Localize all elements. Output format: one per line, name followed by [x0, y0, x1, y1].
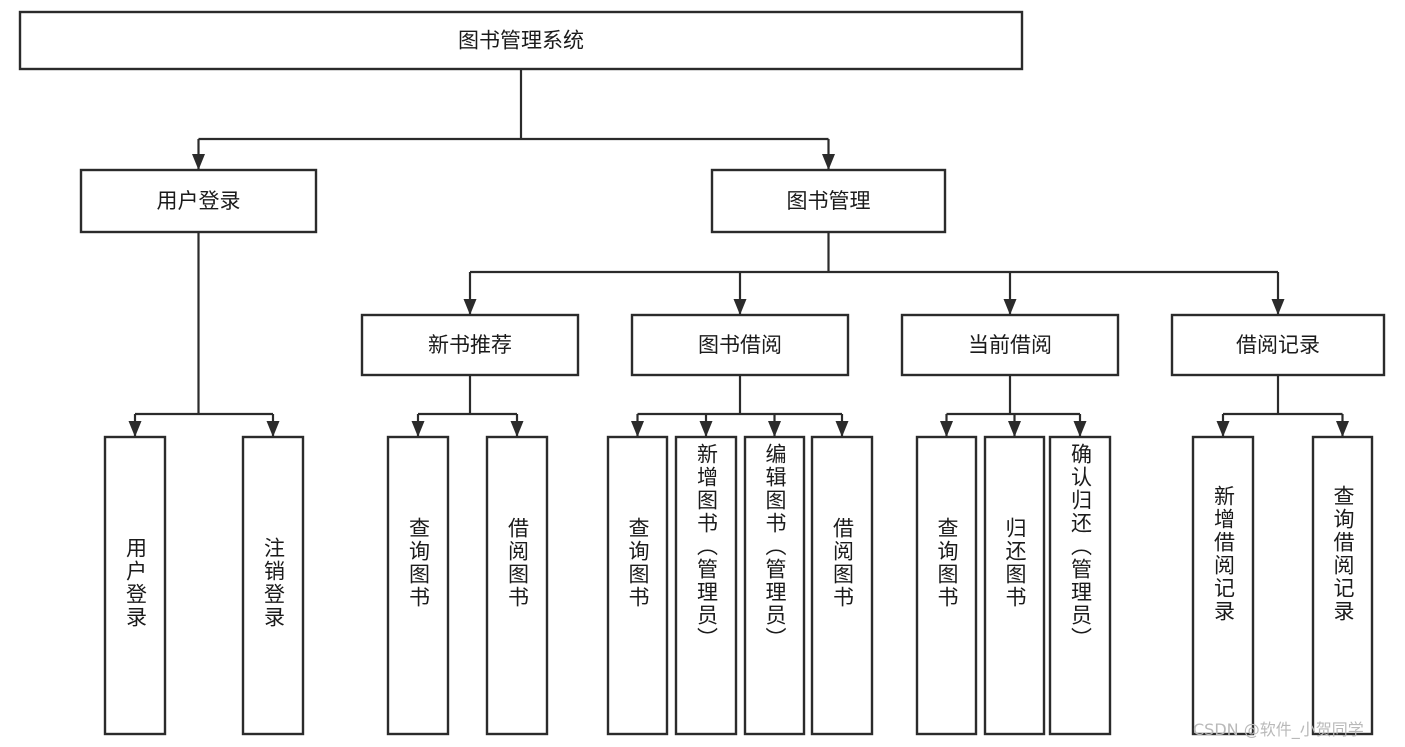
node-leaf-edit-book[interactable] [743, 435, 806, 736]
node-leaf-return-book[interactable] [983, 435, 1046, 736]
node-new-book-recommend[interactable]: 新书推荐 [360, 313, 580, 377]
node-borrow-record[interactable]: 借阅记录 [1170, 313, 1386, 377]
node-current-borrow[interactable]: 当前借阅 [900, 313, 1120, 377]
arrow-head-icon [510, 421, 524, 437]
node-book-management[interactable]: 图书管理 [710, 168, 947, 234]
node-user-login[interactable]: 用户登录 [79, 168, 318, 234]
node-leaf-logout[interactable] [241, 435, 305, 736]
arrow-head-icon [733, 299, 747, 315]
arrow-head-icon [1008, 421, 1021, 437]
node-label: 图书管理系统 [458, 29, 584, 53]
node-leaf-add-book[interactable] [674, 435, 738, 736]
arrow-head-icon [128, 421, 142, 437]
node-leaf-confirm-return[interactable] [1048, 435, 1112, 736]
node-leaf-query-book-3[interactable] [915, 435, 978, 736]
arrow-head-icon [1003, 299, 1017, 315]
node-root[interactable]: 图书管理系统 [18, 10, 1024, 71]
connector-layer [128, 69, 1349, 437]
node-book-borrow[interactable]: 图书借阅 [630, 313, 850, 377]
arrow-head-icon [1216, 421, 1230, 437]
arrow-head-icon [768, 421, 781, 437]
node-leaf-borrow-book-2[interactable] [810, 435, 874, 736]
arrow-head-icon [835, 421, 849, 437]
node-leaf-query-record[interactable] [1311, 435, 1374, 736]
arrow-head-icon [699, 421, 713, 437]
arrow-head-icon [1073, 421, 1087, 437]
arrow-head-icon [192, 154, 205, 170]
node-label: 用户登录 [157, 189, 241, 213]
node-leaf-borrow-book-1[interactable] [485, 435, 549, 736]
arrow-head-icon [631, 421, 644, 437]
arrow-head-icon [1271, 299, 1285, 315]
arrow-head-icon [940, 421, 953, 437]
node-leaf-query-book-1[interactable] [386, 435, 450, 736]
node-leaf-add-record[interactable] [1191, 435, 1255, 736]
node-label: 当前借阅 [968, 333, 1052, 357]
node-leaf-user-login[interactable] [103, 435, 167, 736]
node-label: 图书管理 [787, 189, 871, 213]
node-label: 新书推荐 [428, 333, 512, 357]
node-label: 图书借阅 [698, 333, 782, 357]
arrow-head-icon [266, 421, 280, 437]
arrow-head-icon [822, 154, 835, 170]
node-label: 借阅记录 [1236, 333, 1320, 357]
node-leaf-query-book-2[interactable] [606, 435, 669, 736]
arrow-head-icon [411, 421, 425, 437]
arrow-head-icon [463, 299, 477, 315]
arrow-head-icon [1336, 421, 1349, 437]
